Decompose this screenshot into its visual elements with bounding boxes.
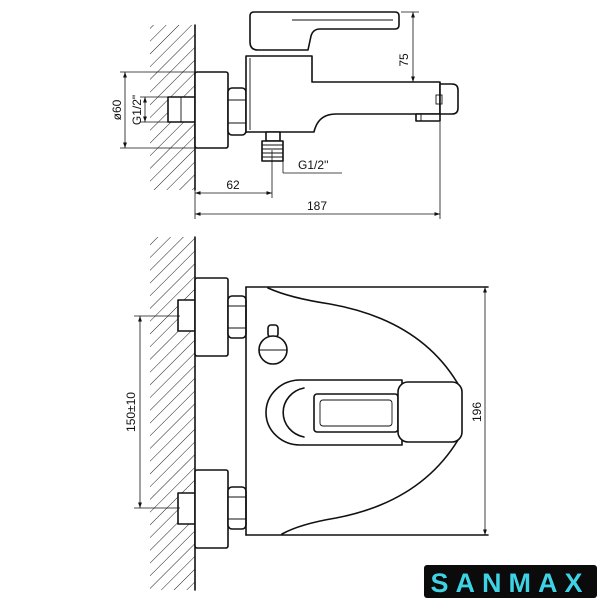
dimension-wall-thread: G1/2"	[130, 95, 168, 125]
escutcheon-lower	[194, 469, 229, 549]
wall-thread-label: G1/2"	[130, 95, 144, 125]
lever-handle-front	[265, 379, 463, 446]
logo-text: SANMAX	[430, 568, 589, 598]
wall-to-diverter-label: 62	[226, 178, 240, 192]
dimension-handle-height: 75	[397, 11, 419, 82]
lever-grip	[397, 381, 463, 443]
dimension-diverter-thread: G1/2''	[282, 158, 342, 174]
spout-detail	[435, 94, 443, 105]
lever-handle-side	[249, 11, 400, 51]
upper-connection	[177, 277, 247, 357]
lower-connection	[177, 469, 247, 549]
aerator	[415, 113, 441, 122]
dimension-center-distance: 150±10	[124, 315, 180, 509]
front-view: 150±10 196	[124, 236, 489, 591]
mixer-body-side	[245, 55, 459, 133]
wall-pipe-lower	[177, 492, 196, 525]
eccentric-nut-upper	[227, 295, 247, 339]
diverter-thread-label: G1/2''	[298, 158, 329, 172]
eccentric-nut-lower	[227, 486, 247, 530]
diverter-side	[261, 131, 284, 162]
spout-end-cap	[439, 83, 459, 115]
handle-height-label: 75	[397, 53, 411, 67]
mixer-body-front	[245, 286, 489, 536]
logo-background	[424, 565, 597, 598]
dimension-wall-to-diverter: 62	[195, 150, 273, 198]
dimension-body-height: 196	[470, 287, 487, 535]
body-height-label: 196	[470, 402, 484, 422]
brand-logo: SANMAX	[424, 565, 597, 599]
escutcheon-diameter-label: ø60	[110, 99, 124, 120]
dimension-escutcheon-diameter: ø60	[110, 71, 195, 149]
escutcheon-side	[194, 71, 229, 149]
side-view: ø60 G1/2" G1/2'' 62 187	[110, 11, 459, 219]
eccentric-nut-side	[227, 87, 247, 136]
wall-pipe-upper	[177, 299, 196, 332]
wall-section-front	[150, 236, 196, 591]
wall-pipe-side	[167, 96, 196, 123]
dimension-total-length: 187	[194, 122, 441, 219]
center-distance-label: 150±10	[124, 392, 138, 432]
total-length-label: 187	[307, 199, 327, 213]
diverter-knob-front	[258, 324, 288, 365]
escutcheon-upper	[194, 277, 229, 357]
